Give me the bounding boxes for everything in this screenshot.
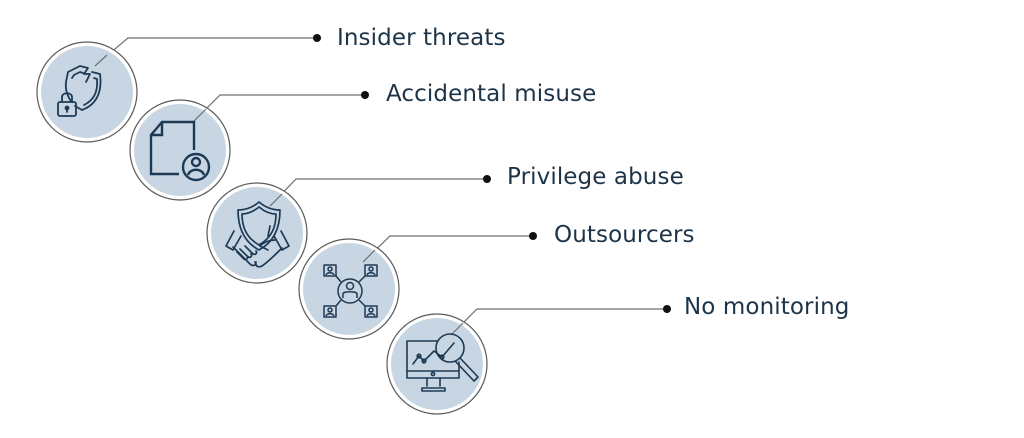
connector-dot-2 [361, 91, 369, 99]
shield-handshake-icon [225, 201, 290, 268]
threat-item-2 [129, 91, 369, 201]
label-privilege-abuse: Privilege abuse [507, 164, 684, 190]
label-no-monitoring: No monitoring [684, 294, 850, 320]
document-user-icon [149, 120, 211, 182]
threat-item-4 [298, 232, 537, 340]
connector-line-2 [193, 94, 364, 122]
monitor-magnifier-icon [406, 333, 479, 392]
user-network-icon [323, 264, 378, 318]
connector-line-1 [94, 37, 316, 67]
connector-dot-3 [483, 175, 491, 183]
broken-shield-lock-icon [57, 65, 102, 117]
connector-dot-4 [529, 232, 537, 240]
connector-dot-1 [313, 34, 321, 42]
threat-item-5 [386, 305, 671, 415]
threat-item-1 [36, 34, 321, 143]
icon-circle-fill-5 [391, 318, 483, 410]
connector-line-3 [269, 178, 486, 207]
icon-circle-fill-2 [134, 104, 226, 196]
connector-dot-5 [663, 305, 671, 313]
icon-circle-fill-1 [41, 46, 133, 138]
threat-item-3 [206, 175, 491, 284]
label-accidental-misuse: Accidental misuse [386, 81, 597, 107]
connector-line-5 [450, 308, 666, 336]
label-insider-threats: Insider threats [337, 25, 506, 51]
label-outsourcers: Outsourcers [554, 222, 695, 248]
